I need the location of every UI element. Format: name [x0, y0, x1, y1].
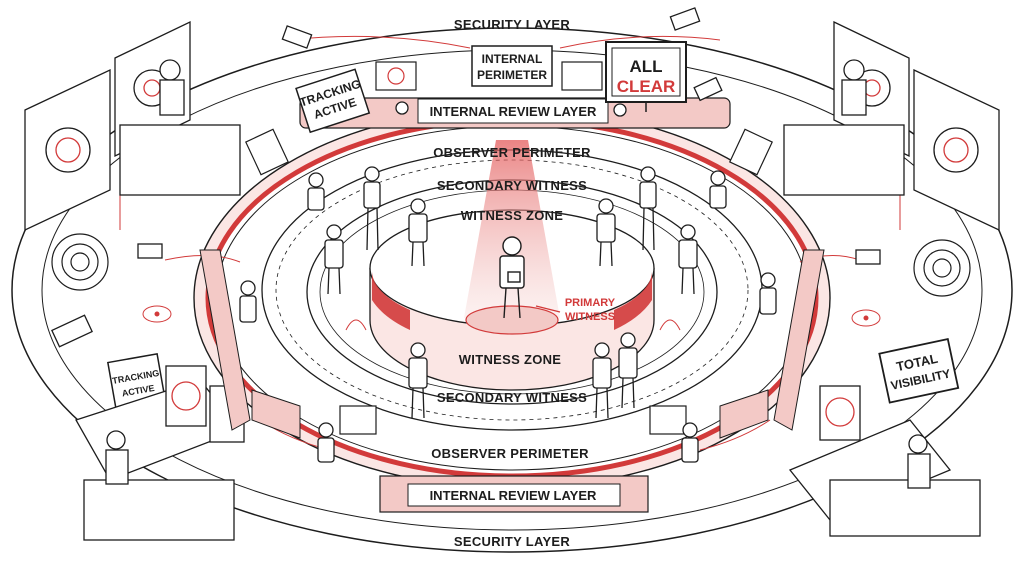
- target-sensor-left: [51, 233, 109, 291]
- primary-witness-label-line2: WITNESS: [565, 311, 615, 323]
- station-bottom-left: [75, 365, 245, 541]
- monitor-icon: [245, 61, 773, 435]
- station-top-right: [783, 20, 1000, 232]
- internal-perimeter-line1: INTERNAL: [482, 52, 543, 66]
- all-clear-line1: ALL: [629, 57, 662, 76]
- internal-review-label-bottom: INTERNAL REVIEW LAYER: [430, 488, 597, 503]
- side-wall-panels: [199, 249, 825, 439]
- spotlight-floor-spot: [465, 305, 559, 335]
- secondary-witness-figure: [324, 198, 698, 419]
- observer-perimeter-label-top: OBSERVER PERIMETER: [433, 145, 591, 160]
- station-bottom-right: [788, 385, 981, 537]
- security-layer-label-top: SECURITY LAYER: [454, 17, 570, 32]
- total-visibility-screen: TOTAL VISIBILITY: [878, 338, 960, 404]
- observer-figure: [239, 101, 777, 463]
- witness-zone-label-bottom: WITNESS ZONE: [459, 352, 562, 367]
- floor-sensor-left: [142, 305, 172, 323]
- lower-console-band: [379, 475, 649, 513]
- primary-witness-figure: [499, 236, 525, 319]
- all-clear-line2: CLEAR: [617, 77, 676, 96]
- secondary-witness-label-top: SECONDARY WITNESS: [437, 178, 587, 193]
- floor-sensor-right: [851, 309, 881, 327]
- security-layer-label-bottom: SECURITY LAYER: [454, 534, 570, 549]
- tracking-active-sign: TRACKING ACTIVE: [295, 68, 371, 134]
- secondary-witness-label-bottom: SECONDARY WITNESS: [437, 390, 587, 405]
- security-camera-icon: [51, 7, 881, 348]
- observer-perimeter-label-bottom: OBSERVER PERIMETER: [431, 446, 589, 461]
- target-sensor-right: [913, 239, 971, 297]
- witness-zone-label-top: WITNESS ZONE: [461, 208, 564, 223]
- internal-perimeter-line2: PERIMETER: [477, 68, 547, 82]
- station-top-left: [24, 20, 241, 232]
- internal-perimeter-sign: INTERNAL PERIMETER: [471, 45, 553, 87]
- primary-witness-label-line1: PRIMARY: [565, 297, 616, 309]
- all-clear-monitor: ALL CLEAR: [605, 41, 687, 112]
- spotlight-beam: [464, 140, 560, 318]
- internal-review-label-top: INTERNAL REVIEW LAYER: [430, 104, 597, 119]
